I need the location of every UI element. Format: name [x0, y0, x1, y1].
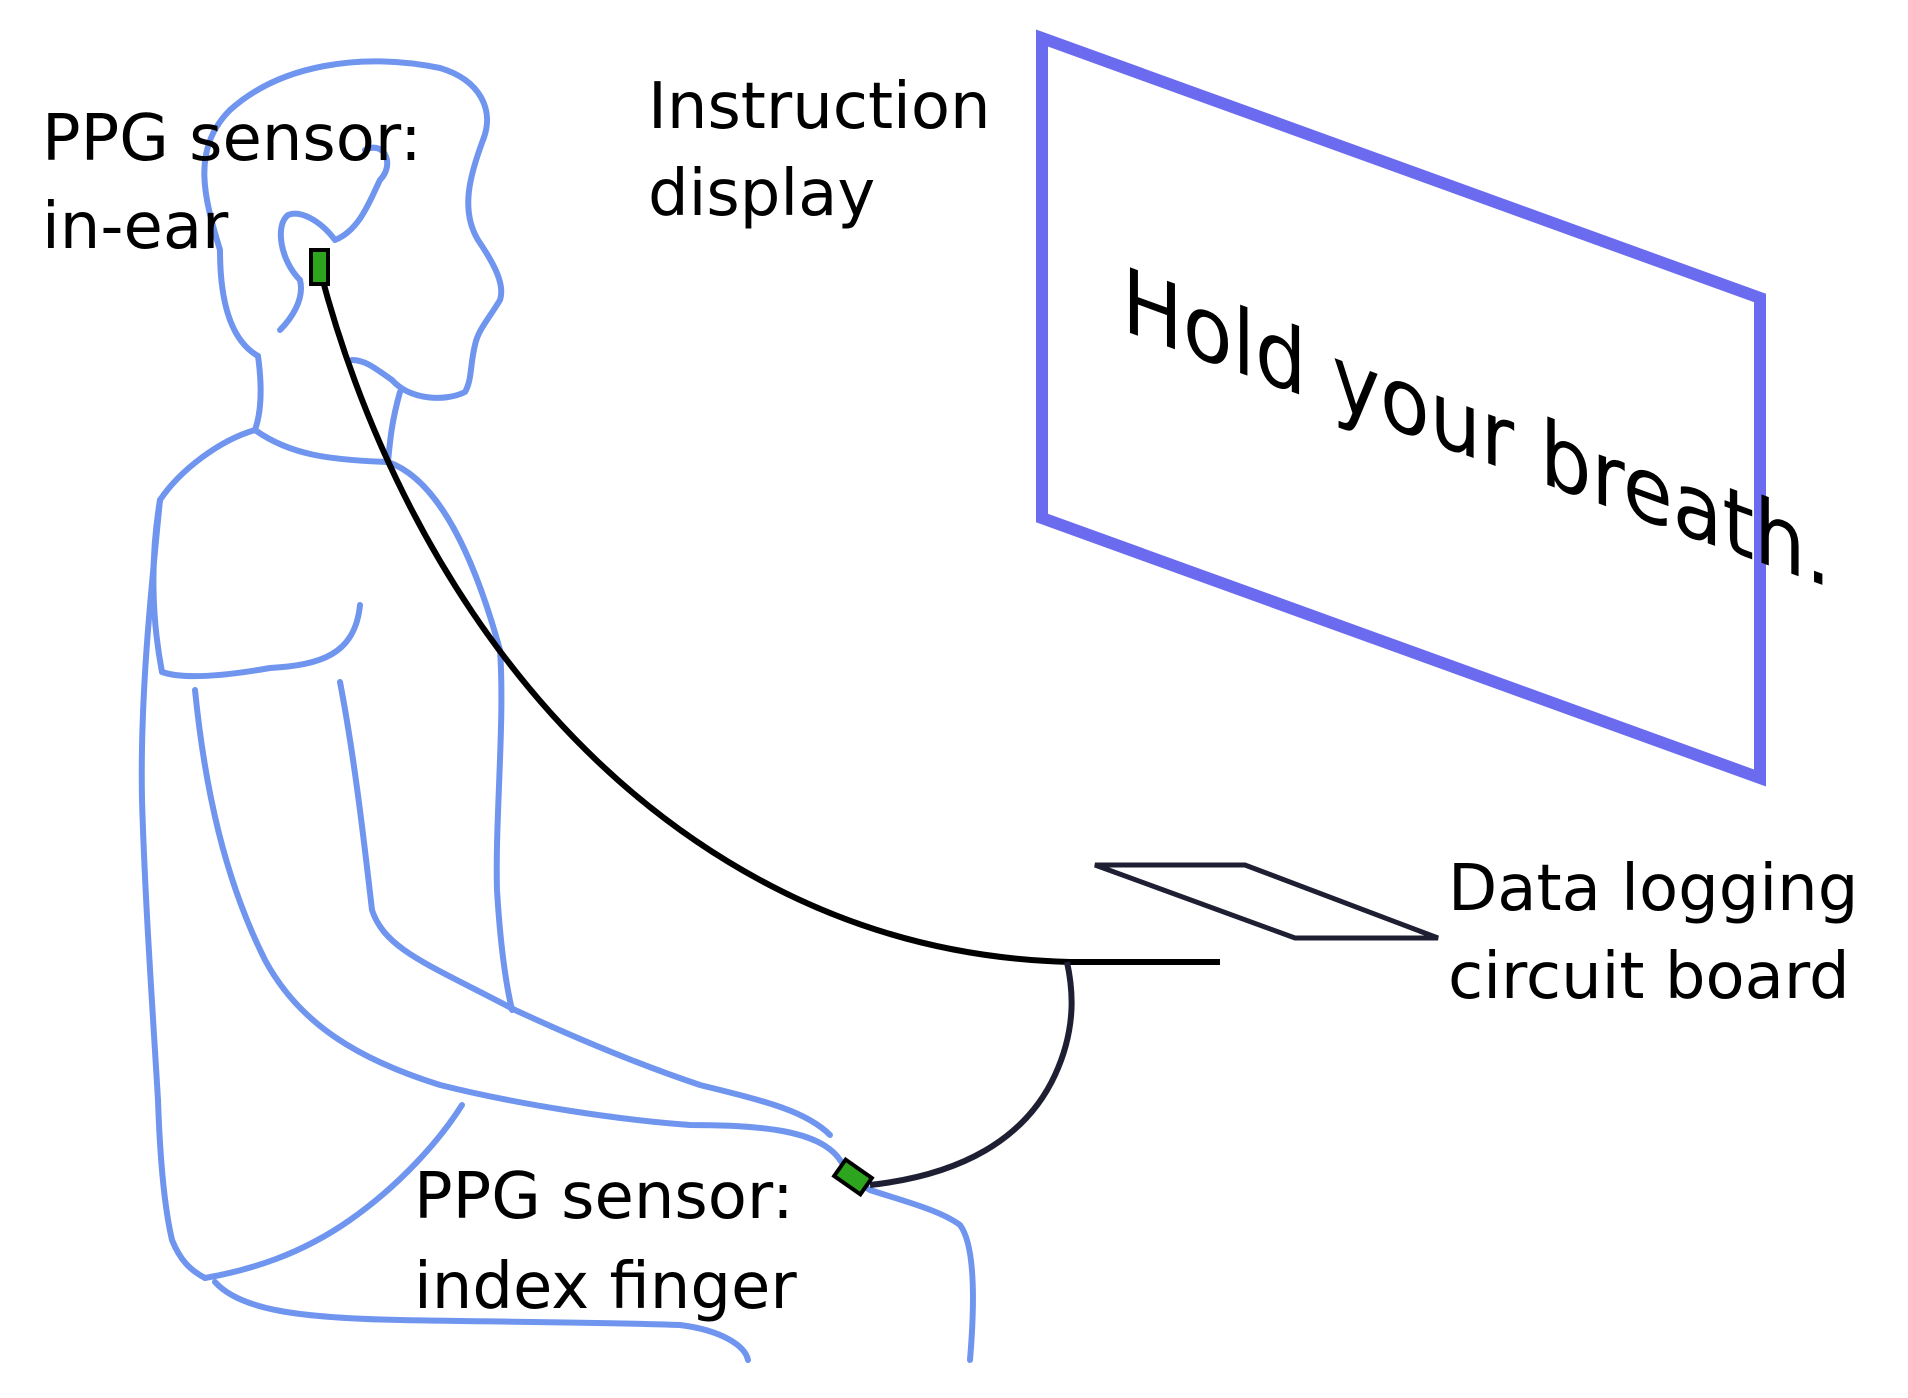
label-board: Data logging circuit board [1448, 852, 1858, 1014]
thigh-outline [202, 1102, 465, 1281]
label-ear-sensor-line1: PPG sensor: [42, 102, 422, 176]
circuit-board [1094, 862, 1439, 941]
hair-detail [277, 144, 391, 333]
ear-sensor-cable [317, 269, 1220, 965]
finger-ppg-sensor-icon [831, 1156, 875, 1198]
lap-outline [867, 1187, 976, 1363]
screen-message: Hold your breath. [1122, 246, 1831, 609]
label-display: Instruction display [648, 70, 991, 231]
head-outline [201, 58, 505, 401]
label-finger-sensor-line1: PPG sensor: [414, 1160, 794, 1234]
seat-outline [212, 1279, 751, 1363]
back-outline [138, 497, 208, 1281]
label-ear-sensor-line2: in-ear [42, 190, 229, 264]
ear-ppg-sensor-icon [309, 248, 330, 286]
torso-outline [150, 427, 363, 680]
label-display-line2: display [648, 157, 875, 231]
label-ear-sensor: PPG sensor: in-ear [42, 102, 422, 264]
instruction-display-frame [1036, 29, 1766, 787]
label-board-line1: Data logging [1448, 852, 1858, 926]
finger-sensor-cable [869, 961, 1075, 1188]
label-display-line1: Instruction [648, 70, 991, 144]
arm-inner [337, 679, 833, 1138]
label-finger-sensor-line2: index finger [414, 1250, 797, 1324]
label-board-line2: circuit board [1448, 940, 1850, 1014]
arm-outline [192, 687, 873, 1193]
shoulder-line [252, 427, 515, 1013]
neck-outline [252, 353, 264, 433]
label-finger-sensor: PPG sensor: index finger [414, 1160, 797, 1324]
neck-front [385, 389, 403, 465]
